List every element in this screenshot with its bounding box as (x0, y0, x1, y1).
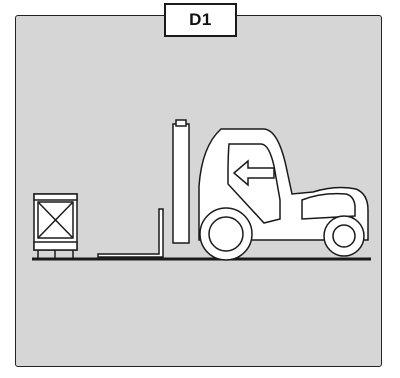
forklift-icon (98, 120, 368, 260)
rear-window (302, 194, 355, 219)
diagram-panel (15, 15, 382, 367)
forklift-scene (16, 16, 383, 368)
diagram-label-text: D1 (189, 10, 212, 30)
diagram-label: D1 (164, 3, 237, 37)
crate-icon (34, 194, 77, 258)
